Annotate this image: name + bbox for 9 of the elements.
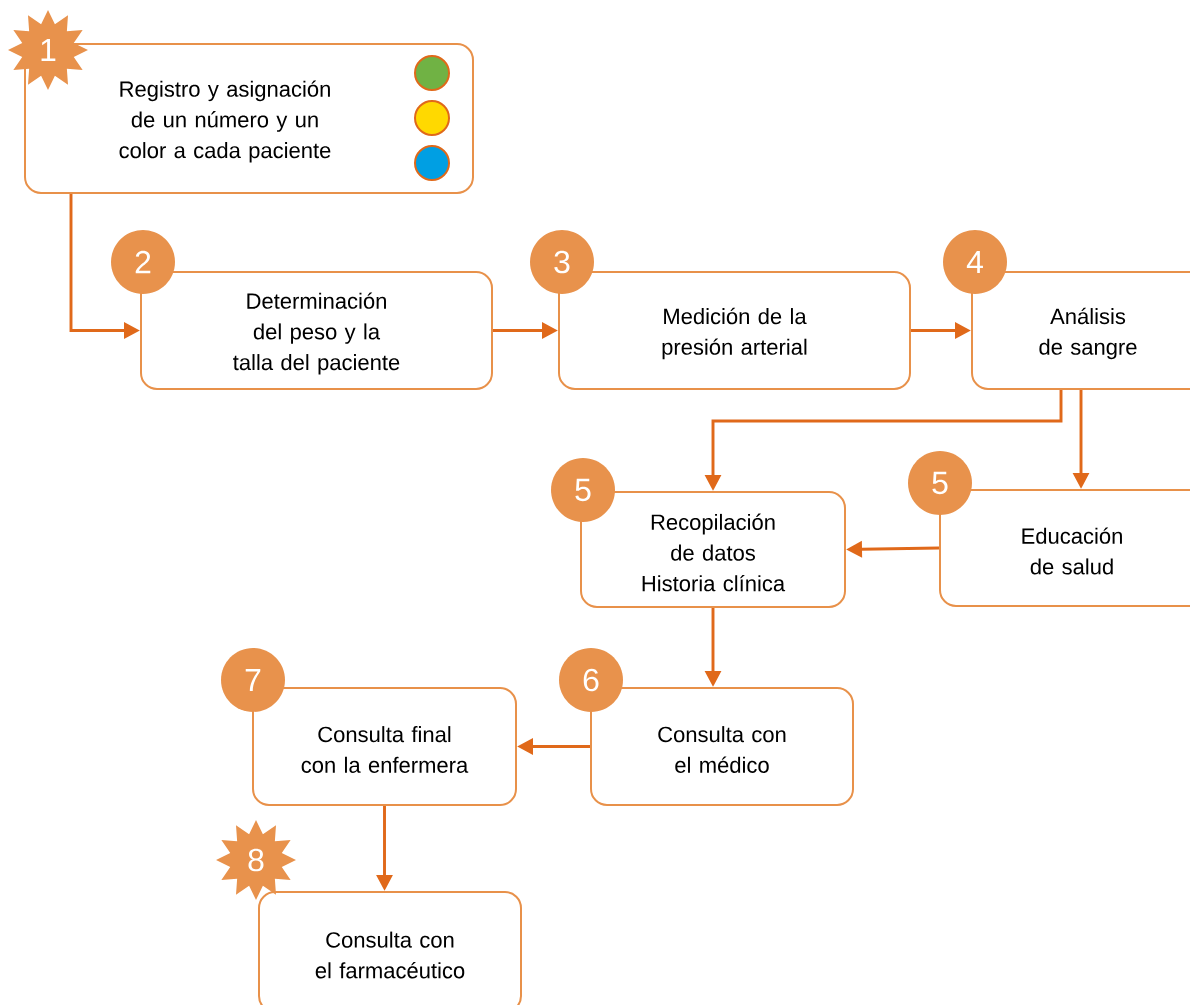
color-dot <box>414 55 450 91</box>
number-badge: 2 <box>111 230 175 294</box>
number-badge: 3 <box>530 230 594 294</box>
process-box: Consulta con el farmacéutico <box>258 891 522 1005</box>
number-star: 8 <box>216 820 296 900</box>
number-star: 1 <box>8 10 88 90</box>
number-badge: 7 <box>221 648 285 712</box>
number-badge: 4 <box>943 230 1007 294</box>
process-box: Consulta final con la enfermera <box>252 687 517 806</box>
